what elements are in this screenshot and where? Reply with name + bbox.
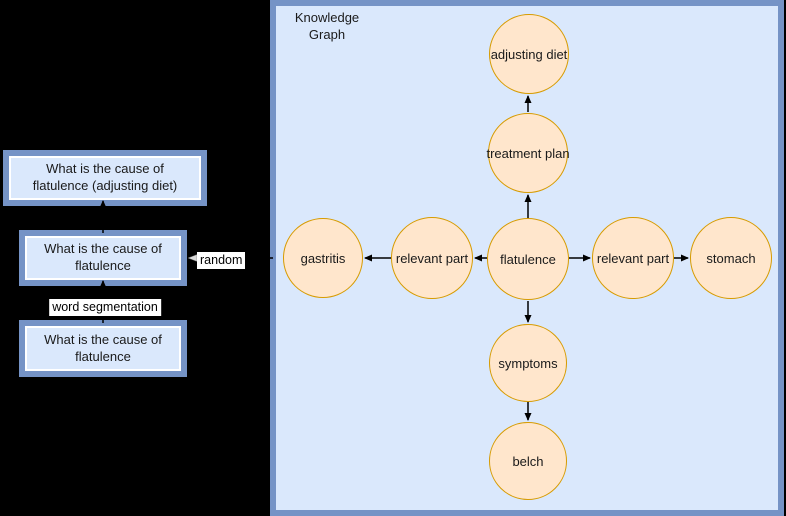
question-box-segmented: What is the cause of flatulence	[19, 230, 187, 286]
graph-node-stomach: stomach	[690, 217, 772, 299]
node-label: relevant part	[596, 250, 670, 266]
question-box-text: What is the cause of flatulence	[44, 241, 162, 273]
graph-node-relevant-part-left: relevant part	[391, 217, 473, 299]
question-box-text: What is the cause of flatulence (adjusti…	[32, 161, 178, 193]
node-label: belch	[512, 453, 544, 469]
node-label: adjusting diet	[490, 46, 568, 62]
graph-node-belch: belch	[489, 422, 567, 500]
node-label: symptoms	[498, 355, 558, 371]
node-label: treatment plan	[486, 145, 570, 161]
question-box-input: What is the cause of flatulence	[19, 320, 187, 377]
graph-node-treatment-plan: treatment plan	[486, 113, 570, 193]
graph-node-flatulence: flatulence	[487, 218, 569, 300]
graph-node-gastritis: gastritis	[283, 218, 363, 298]
knowledge-graph-title: Knowledge Graph	[294, 10, 360, 42]
node-label: relevant part	[395, 250, 469, 266]
graph-node-adjusting-diet: adjusting diet	[489, 14, 569, 94]
graph-node-symptoms: symptoms	[489, 324, 567, 402]
node-label: flatulence	[500, 251, 556, 267]
graph-node-relevant-part-right: relevant part	[592, 217, 674, 299]
question-box-result: What is the cause of flatulence (adjusti…	[3, 150, 207, 206]
node-label: gastritis	[300, 250, 346, 266]
edge-label-word-segmentation: word segmentation	[49, 299, 161, 316]
question-box-text: What is the cause of flatulence	[44, 331, 162, 364]
node-label: stomach	[706, 250, 756, 266]
edge-label-random: random	[197, 252, 246, 269]
